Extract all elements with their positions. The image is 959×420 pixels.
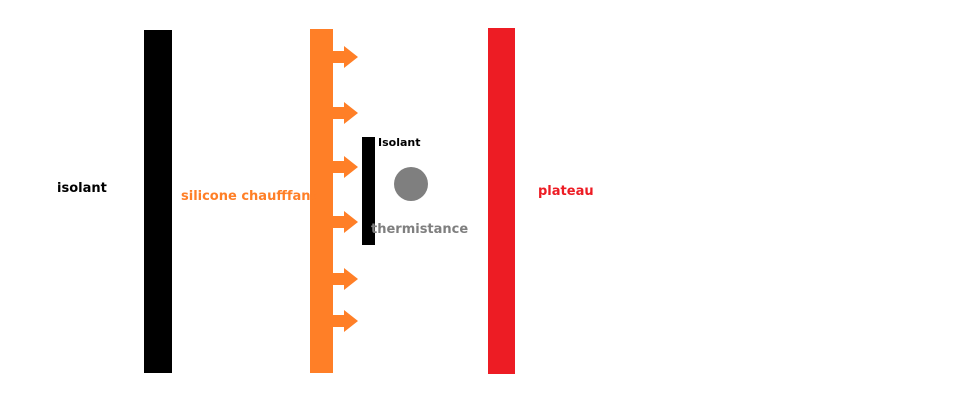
heat-arrow <box>333 156 358 178</box>
thermistor-label: thermistance <box>371 222 468 237</box>
heat-arrow <box>333 268 358 290</box>
outer-insulation-bar <box>144 30 172 373</box>
inner-insulation-label: Isolant <box>378 136 420 149</box>
inner-insulation-bar <box>362 137 375 245</box>
thermistor-dot <box>394 167 428 201</box>
heater-bar <box>310 29 333 373</box>
heat-arrow <box>333 310 358 332</box>
outer-insulation-label: isolant <box>57 181 107 196</box>
heat-arrow <box>333 211 358 233</box>
plate-bar <box>488 28 515 374</box>
heat-arrow <box>333 102 358 124</box>
heater-label: silicone chaufffant <box>181 189 317 204</box>
heat-arrow <box>333 46 358 68</box>
heat-arrows <box>333 46 358 332</box>
plate-label: plateau <box>538 184 594 199</box>
